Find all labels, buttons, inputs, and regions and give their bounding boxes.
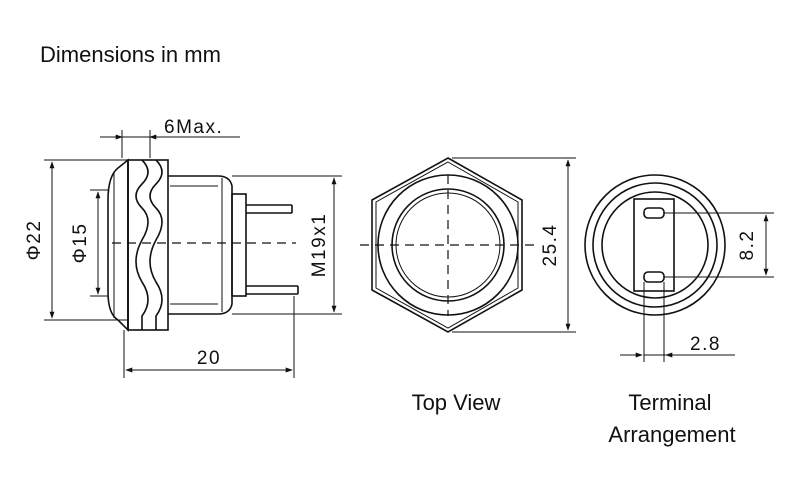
terminal-pin-bottom — [643, 271, 665, 283]
dim-pin-width-label: 2.8 — [690, 334, 721, 355]
dim-6max-label: 6Max. — [164, 117, 223, 138]
dim-pin-spacing-label: 8.2 — [737, 230, 758, 261]
rear-base — [231, 193, 247, 297]
terminal-pin-top — [643, 207, 665, 219]
terminal-base-block — [633, 198, 675, 292]
page-title: Dimensions in mm — [40, 42, 221, 67]
dim-6max: 6Max. — [100, 117, 240, 158]
threaded-body — [168, 175, 233, 315]
dim-phi15-label: Φ15 — [70, 223, 91, 264]
dim-phi22: Φ22 — [24, 159, 128, 321]
top-view-caption: Top View — [412, 390, 501, 415]
hex-nut — [127, 159, 169, 331]
front-bezel — [107, 158, 129, 332]
dim-phi22-label: Φ22 — [24, 220, 45, 261]
dim-phi15: Φ15 — [70, 189, 108, 297]
terminal-pins — [246, 204, 299, 295]
dim-pin-width: 2.8 — [620, 282, 735, 362]
hex-outline — [371, 157, 523, 333]
dim-length: 20 — [123, 296, 295, 378]
terminal-arrangement: 8.2 2.8 Terminal Arrangement — [584, 174, 774, 447]
dim-pin-spacing: 8.2 — [664, 212, 774, 278]
dim-across-flats-label: 25.4 — [540, 224, 561, 267]
terminal-caption-line1: Terminal — [628, 390, 711, 415]
terminal-caption-line2: Arrangement — [608, 422, 735, 447]
side-view: 6Max. Φ22 Φ15 M19x1 — [24, 117, 342, 378]
dim-thread-label: M19x1 — [309, 213, 330, 278]
dim-thread: M19x1 — [232, 175, 342, 315]
dim-length-label: 20 — [197, 348, 221, 369]
top-view: 25.4 Top View — [360, 157, 576, 415]
dim-across-flats: 25.4 — [452, 157, 576, 333]
